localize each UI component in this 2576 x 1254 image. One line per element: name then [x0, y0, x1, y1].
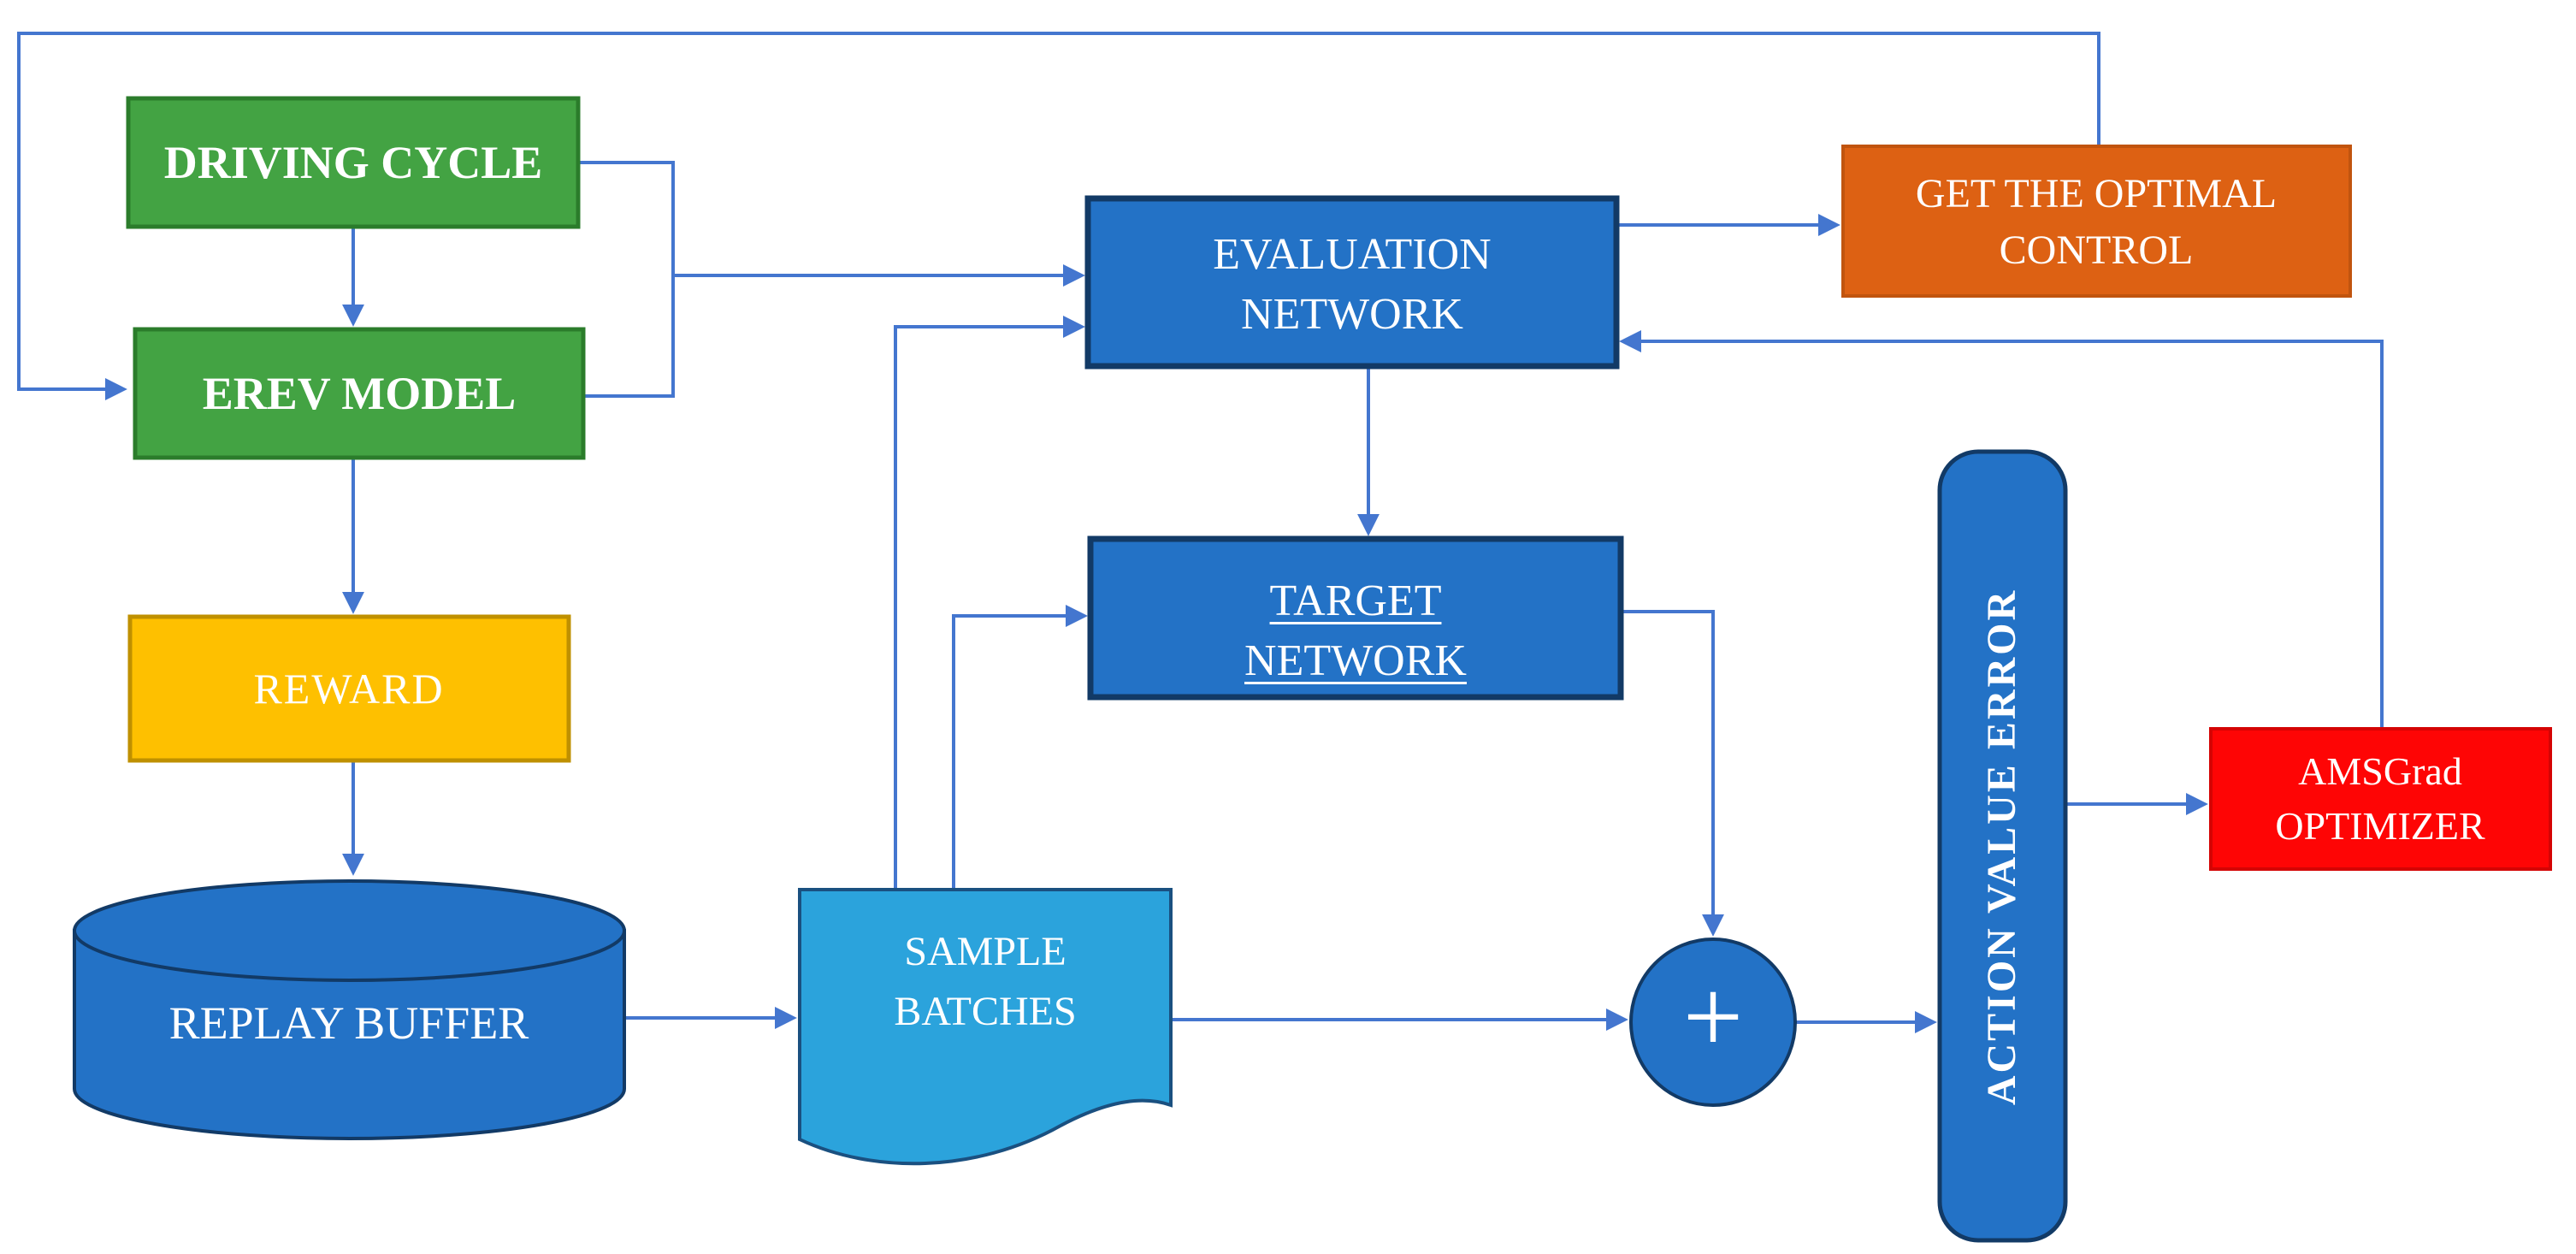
replay-buffer-cylinder-top — [73, 879, 626, 982]
get-optimal-control-label-line2: CONTROL — [1999, 228, 2194, 273]
sample-batches-label-line2: BATCHES — [894, 989, 1077, 1034]
amsgrad-optimizer-label-line1: AMSGrad — [2298, 749, 2462, 793]
sum-junction-circle — [1629, 938, 1797, 1107]
erev-model-box — [133, 327, 586, 460]
replay-buffer-cylinder — [73, 879, 626, 1140]
target-network-box — [1087, 535, 1624, 701]
get-optimal-control-label: GET THE OPTIMAL CONTROL — [1916, 166, 2277, 279]
evaluation-network-label-line2: NETWORK — [1241, 290, 1463, 339]
sample-batches-label-line1: SAMPLE — [904, 929, 1066, 974]
sum-junction-label: + — [1682, 958, 1744, 1077]
action-value-error-bar — [1937, 449, 2068, 1243]
evaluation-network-label: EVALUATION NETWORK — [1213, 225, 1491, 345]
connector-get-optimal-control-to-erev-model-loop — [17, 32, 2100, 400]
erev-model-label: EREV MODEL — [202, 368, 517, 419]
evaluation-network-label-line1: EVALUATION — [1213, 230, 1492, 279]
connector-target-network-to-sum — [1621, 610, 1724, 937]
evaluation-network-box — [1084, 195, 1620, 370]
replay-buffer-cylinder-body — [73, 929, 626, 1140]
connector-sample-batches-to-evaluation-network — [894, 316, 1085, 890]
sample-batches-label: SAMPLE BATCHES — [894, 922, 1076, 1042]
amsgrad-optimizer-box — [2209, 727, 2552, 871]
sample-batches-document — [798, 888, 1173, 1166]
reward-label: REWARD — [253, 665, 445, 713]
replay-buffer-label: REPLAY BUFFER — [168, 997, 529, 1049]
amsgrad-optimizer-label: AMSGrad OPTIMIZER — [2275, 744, 2484, 854]
get-optimal-control-box — [1841, 145, 2352, 298]
connector-amsgrad-to-evaluation-network — [1619, 330, 2384, 729]
amsgrad-optimizer-label-line2: OPTIMIZER — [2275, 804, 2485, 848]
target-network-label-line2: NETWORK — [1244, 636, 1467, 685]
connector-driving-and-erev-junction — [578, 161, 675, 398]
get-optimal-control-label-line1: GET THE OPTIMAL — [1915, 171, 2278, 216]
target-network-label: TARGET NETWORK — [1244, 571, 1467, 691]
connector-sample-batches-to-target-network — [952, 605, 1088, 890]
target-network-label-line1: TARGET — [1269, 577, 1442, 625]
action-value-error-label: ACTION VALUE ERROR — [1979, 588, 2024, 1106]
driving-cycle-label: DRIVING CYCLE — [163, 137, 543, 188]
reward-box — [127, 614, 571, 763]
driving-cycle-box — [126, 96, 581, 229]
